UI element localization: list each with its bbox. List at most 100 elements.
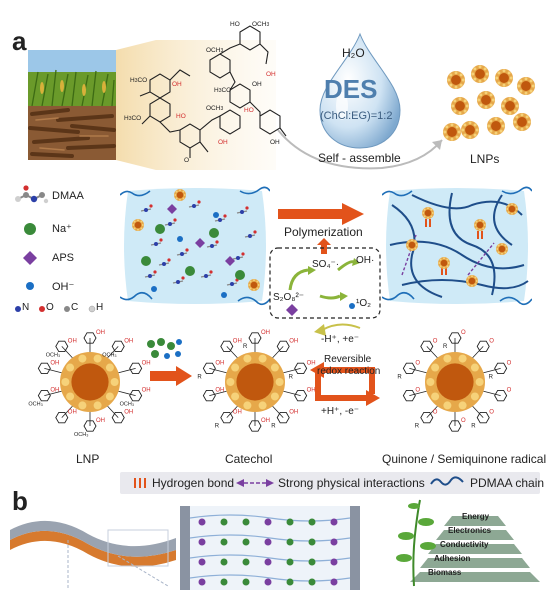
nanoparticle bbox=[438, 257, 450, 269]
reagent-legend bbox=[12, 185, 122, 315]
dmaa-molecule bbox=[140, 204, 153, 212]
atom-h: H bbox=[96, 302, 104, 313]
sodium-ion bbox=[141, 256, 151, 266]
sodium-ion bbox=[185, 266, 195, 276]
nanoparticle bbox=[174, 189, 186, 201]
step-biomass: Biomass bbox=[428, 568, 462, 577]
nanoparticle bbox=[248, 279, 260, 291]
radical-up-arrow bbox=[317, 238, 331, 254]
ion-dot bbox=[220, 538, 228, 546]
dmaa-molecule bbox=[150, 238, 163, 246]
dmaa-molecule bbox=[158, 258, 171, 266]
svg-text:OH: OH bbox=[233, 410, 242, 416]
radical-o2: ¹O₂ bbox=[356, 298, 371, 309]
svg-text:OH: OH bbox=[215, 388, 224, 394]
lignin-highlight bbox=[116, 40, 276, 170]
des-name: DES bbox=[324, 74, 378, 104]
svg-text:OCH₃: OCH₃ bbox=[28, 402, 42, 408]
svg-text:OCH3: OCH3 bbox=[206, 47, 223, 54]
precursor-solution bbox=[119, 185, 271, 307]
svg-text:OCH₃: OCH₃ bbox=[74, 432, 88, 438]
svg-text:OH: OH bbox=[307, 388, 316, 394]
phenol-group: O bbox=[483, 388, 512, 402]
svg-text:R: R bbox=[471, 424, 476, 430]
hydroxide-ion bbox=[151, 286, 157, 292]
radical-oh: OH· bbox=[356, 255, 375, 266]
legend-hbond: Hydrogen bond bbox=[152, 476, 235, 490]
aps-molecule bbox=[225, 256, 235, 266]
nanoparticle bbox=[466, 275, 478, 287]
phenol-group: OHR bbox=[283, 360, 316, 380]
nanoparticle bbox=[406, 239, 418, 251]
svg-text:OH: OH bbox=[124, 410, 133, 416]
phenol-group: O bbox=[420, 338, 438, 359]
step-electronics: Electronics bbox=[448, 526, 492, 535]
nanoparticle bbox=[474, 219, 486, 231]
ion-dot bbox=[308, 558, 316, 566]
ion-dot bbox=[330, 578, 338, 586]
redox-bottom: +H⁺, -e⁻ bbox=[321, 406, 360, 417]
svg-text:OH: OH bbox=[142, 360, 151, 366]
dmaa-molecule bbox=[172, 276, 185, 284]
svg-text:OH: OH bbox=[252, 81, 262, 88]
dmaa-molecule bbox=[164, 218, 177, 226]
legend-physical: Strong physical interactions bbox=[278, 476, 425, 490]
atom-c: C bbox=[71, 302, 79, 313]
svg-text:OH: OH bbox=[172, 81, 182, 88]
phenol-group: OH bbox=[107, 405, 133, 424]
ion-dot bbox=[286, 578, 294, 586]
redox-middle-1: Reversible bbox=[324, 354, 372, 365]
nanoparticle bbox=[477, 91, 495, 109]
phenol-group: OH bbox=[220, 338, 242, 359]
ion-dot bbox=[242, 518, 250, 526]
nanoparticle bbox=[471, 65, 489, 83]
legend-sodium: Na⁺ bbox=[52, 223, 72, 235]
ion-dot bbox=[198, 538, 206, 546]
redox-top: -H⁺, +e⁻ bbox=[321, 334, 360, 345]
dmaa-molecule bbox=[206, 240, 219, 248]
lnps-cluster bbox=[440, 60, 540, 150]
pdmaa-chain-icon bbox=[430, 474, 464, 490]
svg-text:OH: OH bbox=[266, 71, 276, 78]
dmaa-molecule bbox=[176, 248, 189, 256]
svg-text:OH: OH bbox=[96, 330, 105, 336]
nanoparticle bbox=[447, 71, 465, 89]
ion-dot bbox=[264, 518, 272, 526]
phenol-group: O bbox=[448, 412, 466, 432]
nanoparticle bbox=[513, 113, 531, 131]
svg-text:OH: OH bbox=[50, 388, 59, 394]
phenol-group: OHR bbox=[271, 405, 298, 430]
phenol-group: OH bbox=[283, 388, 316, 402]
svg-text:OCH₃: OCH₃ bbox=[102, 352, 116, 358]
nanoparticle bbox=[132, 219, 144, 231]
svg-text:HO: HO bbox=[244, 107, 254, 114]
radical-so4: SO₄⁻· bbox=[312, 259, 340, 270]
dmaa-molecule bbox=[232, 252, 245, 260]
phenol-group: OH bbox=[248, 412, 270, 432]
svg-text:OH: OH bbox=[215, 360, 224, 366]
ion-dot bbox=[198, 558, 206, 566]
svg-text:R: R bbox=[271, 424, 276, 430]
nanoparticle bbox=[506, 203, 518, 215]
nanoparticle bbox=[487, 117, 505, 135]
radical-s2o8: S₂O₈²⁻ bbox=[273, 292, 305, 303]
svg-text:R: R bbox=[215, 424, 220, 430]
ion-dot bbox=[264, 578, 272, 586]
dmaa-molecule bbox=[236, 206, 249, 214]
sodium-ion bbox=[235, 270, 245, 280]
svg-text:O: O bbox=[461, 418, 466, 424]
phenol-group: OR bbox=[415, 405, 438, 430]
ion-dot bbox=[242, 538, 250, 546]
dmaa-molecule bbox=[200, 270, 213, 278]
svg-text:O: O bbox=[489, 338, 494, 344]
svg-text:O: O bbox=[489, 410, 494, 416]
hydrogel-network bbox=[381, 185, 533, 307]
svg-text:O: O bbox=[433, 338, 438, 344]
interaction-legend-bar bbox=[120, 472, 540, 494]
svg-text:OCH3: OCH3 bbox=[206, 105, 223, 112]
des-ratio: (ChCl:EG)=1:2 bbox=[320, 110, 393, 122]
flexible-electrode-illustration bbox=[8, 510, 178, 588]
nanoparticle bbox=[461, 121, 479, 139]
quinone-label: Quinone / Semiquinone radical bbox=[382, 452, 547, 466]
